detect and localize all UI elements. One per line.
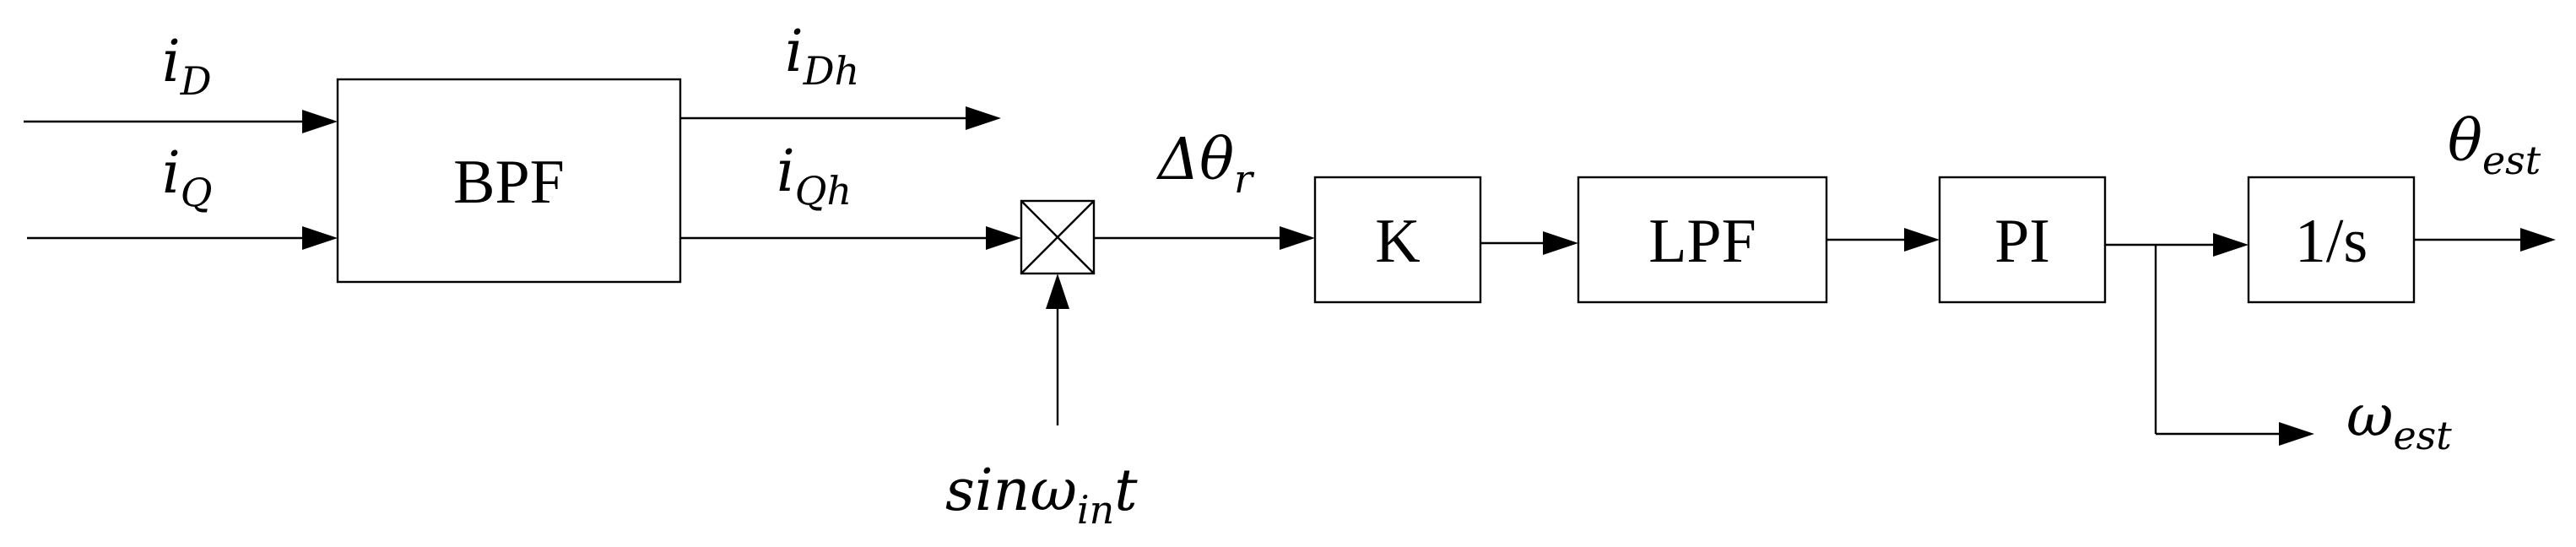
label-theta-est: θest [2448,108,2541,183]
integrator-block: 1/s [2247,176,2416,304]
wire-mult-to-k [1094,226,1315,250]
lpf-label: LPF [1648,207,1756,276]
bpf-label: BPF [453,148,565,217]
wire-idh-output [680,106,1001,130]
wire-id-input [24,110,338,133]
label-i-q: iQ [162,140,212,215]
pi-label: PI [1994,207,2050,276]
label-delta-theta: Δθr [1155,127,1255,202]
label-i-qh: iQh [777,138,852,214]
wire-pi-to-integrator [2105,233,2249,257]
integrator-label: 1/s [2295,207,2368,276]
label-i-d: iD [162,29,212,104]
wire-iqh-output [680,226,1021,250]
lpf-block: LPF [1577,176,1828,304]
wire-k-to-lpf [1480,231,1578,255]
k-label: K [1375,207,1420,276]
label-sin-input: sinωint [945,458,1138,533]
wire-iq-input [27,226,338,250]
wire-sin-input [1046,274,1069,425]
multiplier-block [1020,199,1096,275]
wire-theta-output [2414,228,2556,252]
label-omega-est: ωest [2346,383,2452,458]
bpf-block: BPF [336,78,682,284]
pi-block: PI [1938,176,2107,304]
wire-branch-omega [2154,245,2314,446]
wire-lpf-to-pi [1826,228,1940,252]
k-block: K [1313,176,1482,304]
label-i-dh: iDh [785,19,859,94]
